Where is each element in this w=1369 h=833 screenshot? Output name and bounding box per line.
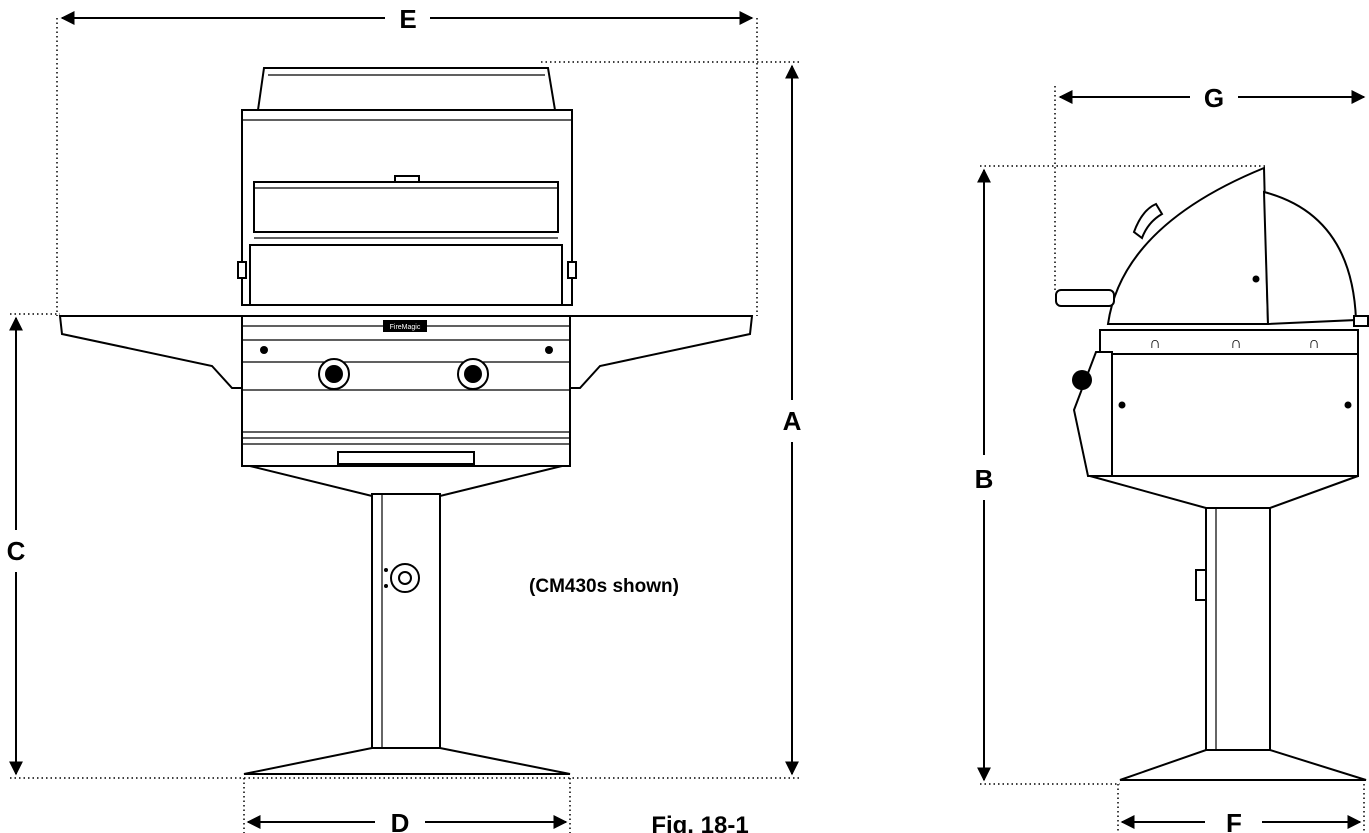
side-pedestal-base xyxy=(1119,749,1367,781)
extension-lines xyxy=(10,18,1365,833)
front-view-grill: FireMagic xyxy=(58,67,754,775)
front-warming-rack xyxy=(253,181,559,233)
svg-text:∩: ∩ xyxy=(1230,335,1242,352)
svg-text:∩: ∩ xyxy=(1149,335,1161,352)
side-hood-back xyxy=(1262,190,1358,326)
dimension-c-label: C xyxy=(7,536,26,566)
side-firebox-rim xyxy=(1099,329,1359,355)
front-brand-plate xyxy=(383,320,427,332)
side-lid-handle xyxy=(1132,202,1164,240)
dimension-arrows xyxy=(9,11,1366,829)
dimension-d-label: D xyxy=(391,808,410,833)
side-lid xyxy=(1106,166,1270,325)
brand-plate-text: FireMagic xyxy=(390,324,421,331)
dimension-f-label: F xyxy=(1226,808,1242,833)
model-note: (CM430s shown) xyxy=(529,576,679,597)
side-cart-body xyxy=(1109,353,1359,477)
svg-text:∩: ∩ xyxy=(1308,335,1320,352)
side-cart-skirt xyxy=(1089,475,1359,509)
front-right-side-shelf xyxy=(567,315,754,389)
figure-label: Fig. 18-1 xyxy=(651,812,748,833)
dimension-g-label: G xyxy=(1204,83,1224,113)
side-lid-handle-bar xyxy=(1055,289,1115,307)
dimension-b-label: B xyxy=(975,464,994,494)
side-control-knob xyxy=(1072,370,1092,390)
front-cart-skirt xyxy=(249,465,563,497)
front-pedestal-base xyxy=(243,747,571,775)
front-left-side-shelf xyxy=(58,315,245,389)
dimension-e-label: E xyxy=(399,4,416,34)
front-lid-handle xyxy=(256,67,557,111)
dimension-a-label: A xyxy=(783,406,802,436)
side-gas-fitting xyxy=(1195,569,1207,601)
front-cart-body xyxy=(241,315,571,467)
front-drip-tray xyxy=(337,451,475,465)
front-pedestal-post xyxy=(371,493,441,751)
side-view-grill: ∩ ∩ ∩ xyxy=(1055,166,1369,781)
